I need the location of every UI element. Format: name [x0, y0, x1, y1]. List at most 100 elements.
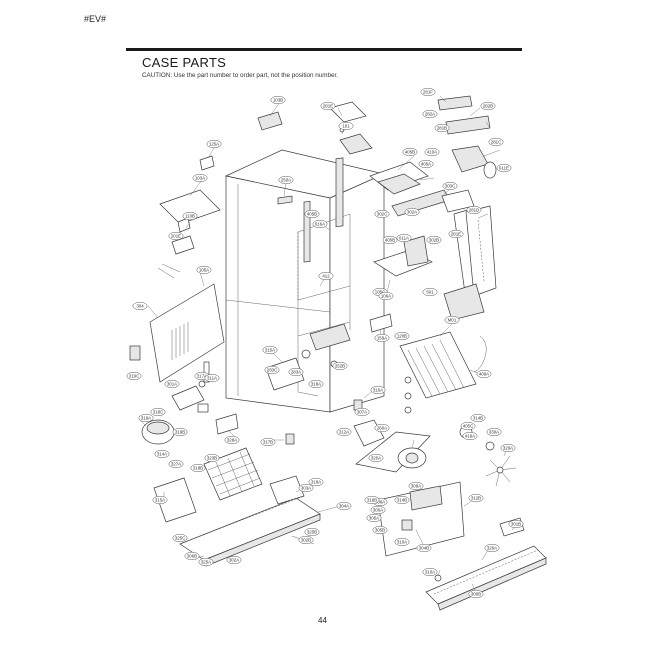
callout-label: 305B: [375, 528, 385, 533]
callout-label: 323B: [207, 456, 217, 461]
callout-outline: [320, 101, 336, 111]
machine-room-base: [153, 475, 321, 567]
callout-outline: [444, 315, 460, 325]
callout-outline: [262, 345, 278, 355]
callout-outline: [370, 505, 386, 515]
callout-bubble: 316B: [364, 495, 380, 505]
callout-outline: [394, 495, 410, 505]
callout-outline: [318, 271, 334, 281]
callout-label: 103B: [273, 98, 283, 103]
callout-bubble: 316A: [370, 385, 386, 395]
callout-outline: [382, 235, 398, 245]
callout-outline: [374, 333, 390, 343]
callout-label: 252B: [335, 364, 345, 369]
callout-outline: [336, 427, 352, 437]
callout-label: 306B: [187, 554, 197, 559]
callout-label: 314A: [157, 452, 167, 457]
callout-outline: [172, 427, 188, 437]
callout-bubble: M01: [444, 315, 460, 325]
callout-label: 302C: [377, 212, 388, 217]
callout-outline: [442, 181, 458, 191]
callout-outline: [308, 379, 324, 389]
callout-label: 410A: [427, 150, 437, 155]
callout-bubble: 326A: [484, 543, 500, 553]
callout-bubble: 309A: [408, 481, 424, 491]
callout-bubble: 312B: [468, 493, 484, 503]
callout-label: 318B: [193, 466, 203, 471]
callout-bubble: 300B: [468, 589, 484, 599]
callout-label: 330A: [489, 430, 499, 435]
callout-label: 308A: [375, 500, 385, 505]
center-lower-parts: [265, 313, 393, 445]
callout-bubble: 260A: [374, 423, 390, 433]
top-hinge-parts: [199, 101, 373, 171]
callout-outline: [496, 163, 512, 173]
callout-outline: [198, 557, 214, 567]
callout-label: 328A: [227, 438, 237, 443]
callout-label: 325B: [307, 530, 317, 535]
callout-bubble: 405B: [382, 235, 398, 245]
callout-outline: [308, 477, 324, 487]
callout-outline: [192, 173, 208, 183]
callout-label: 319A: [141, 416, 151, 421]
callout-bubble: 304A: [336, 501, 352, 511]
callout-bubble: 311A: [204, 373, 220, 383]
callout-outline: [298, 535, 314, 545]
callout-bubble: 501: [422, 287, 438, 297]
callout-label: 301B: [511, 522, 521, 527]
evaporator-duct-column: [443, 205, 497, 321]
callout-bubble: 405B: [402, 147, 418, 157]
callout-bubble: 302B: [298, 535, 314, 545]
callout-outline: [422, 287, 438, 297]
callout-bubble: 301A: [164, 379, 180, 389]
callout-label: 409A: [479, 372, 489, 377]
title-rule: [126, 48, 522, 51]
callout-label: 319C: [129, 374, 140, 379]
callout-outline: [182, 211, 198, 221]
callout-bubble: 318C: [150, 407, 166, 417]
callout-bubble: 282B: [480, 101, 496, 111]
callout-outline: [434, 123, 450, 133]
callout-outline: [426, 235, 442, 245]
callout-bubble: 252B: [332, 361, 348, 371]
callout-label: 318A: [311, 382, 321, 387]
callout-label: 103A: [195, 176, 205, 181]
callout-label: 282A: [425, 112, 435, 117]
callout-bubble: 315A: [152, 495, 168, 505]
condenser-unit: [399, 331, 487, 414]
callout-outline: [354, 407, 370, 417]
callout-label: 306A: [373, 508, 383, 513]
callout-bubble: 306A: [370, 505, 386, 515]
callout-bubble: 110B: [182, 211, 198, 221]
callout-bubble: 314B: [394, 495, 410, 505]
callout-bubble: 320A: [368, 453, 384, 463]
callout-outline: [396, 233, 412, 243]
callout-outline: [424, 147, 440, 157]
callout-bubble: 281E: [320, 101, 336, 111]
callout-label: 281F: [423, 90, 433, 95]
callout-label: 326A: [487, 546, 497, 551]
callout-label: 314B: [473, 416, 483, 421]
callout-outline: [168, 459, 184, 469]
callout-bubble: 303A: [298, 483, 314, 493]
callout-label: 319B: [175, 430, 185, 435]
callout-label: 303A: [301, 486, 311, 491]
callout-label: 304B: [419, 546, 429, 551]
callout-bubble: 318A: [308, 477, 324, 487]
callout-outline: [304, 527, 320, 537]
callout-outline: [184, 551, 200, 561]
callout-label: 316A: [373, 388, 383, 393]
callout-label: 283A: [291, 370, 301, 375]
callout-bubble: 120B: [394, 331, 410, 341]
callout-label: 611E: [499, 166, 509, 171]
callout-label: 317A: [197, 374, 207, 379]
callout-label: 311A: [207, 376, 217, 381]
callout-outline: [168, 231, 184, 241]
callout-outline: [264, 365, 280, 375]
callout-bubble: 105A: [196, 265, 212, 275]
callout-outline: [408, 481, 424, 491]
callout-label: 309A: [411, 484, 421, 489]
callout-label: 315A: [265, 348, 275, 353]
callout-bubble: 312A: [336, 427, 352, 437]
